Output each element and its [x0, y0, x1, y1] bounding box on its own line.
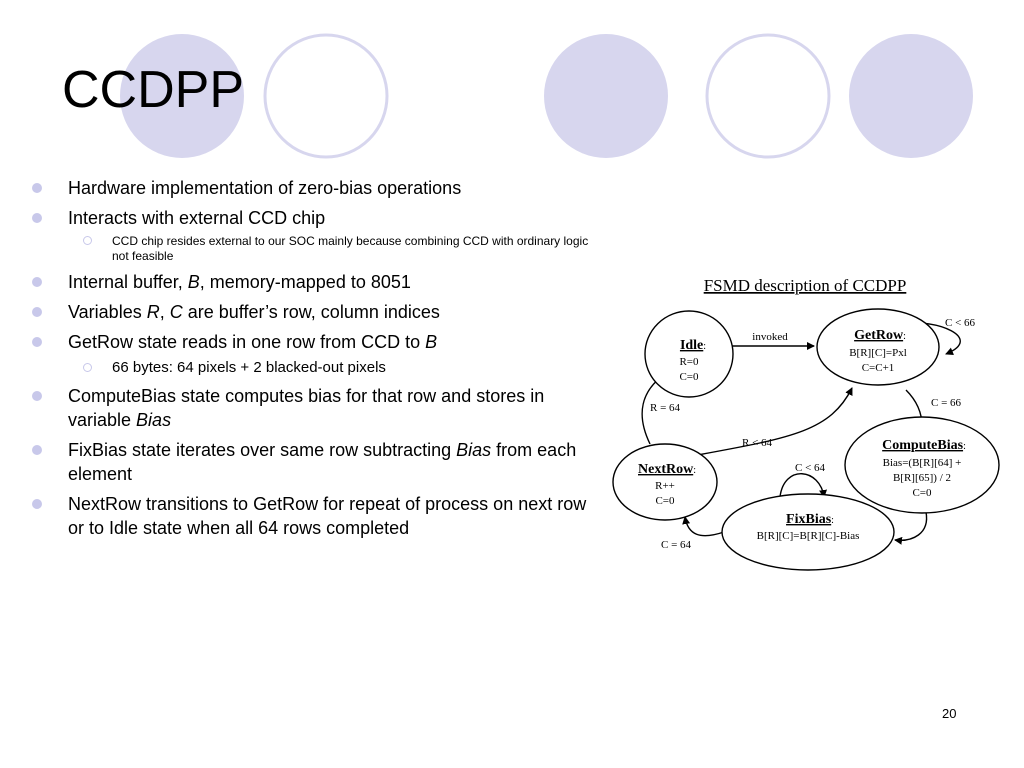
state-fixbias — [721, 493, 895, 571]
deco-circle-outline — [263, 33, 389, 159]
bullet-text: are buffer’s row, column indices — [182, 302, 440, 322]
bullet-item: Interacts with external CCD chip — [30, 206, 600, 230]
bullet-variable: Bias — [456, 440, 492, 460]
transition-label: C < 64 — [795, 462, 826, 474]
transition-nextrow-getrow — [691, 387, 853, 457]
bullet-text: , — [159, 302, 170, 322]
bullet-text: , memory-mapped to 8051 — [199, 272, 411, 292]
decorative-circles — [120, 33, 973, 159]
transition-label: C < 66 — [945, 317, 976, 329]
fsmd-diagram: FSMD description of CCDPP invoked C < 66… — [612, 276, 1000, 571]
bullet-text: CCD chip resides external to our SOC mai… — [112, 234, 589, 263]
bullet-text: FixBias state iterates over same row sub… — [68, 440, 457, 460]
page-number: 20 — [942, 706, 957, 721]
bullet-item: GetRow state reads in one row from CCD t… — [30, 330, 600, 354]
bullet-item: Variables R, C are buffer’s row, column … — [30, 300, 600, 324]
bullet-text: Variables — [68, 302, 147, 322]
deco-circle-filled — [120, 34, 244, 158]
state-getrow — [816, 308, 940, 386]
state-idle — [644, 310, 734, 398]
bullet-item: FixBias state iterates over same row sub… — [30, 438, 600, 486]
state-nextrow — [612, 443, 718, 521]
bullet-text: 66 bytes: 64 pixels + 2 blacked-out pixe… — [112, 359, 386, 376]
transition-label: C = 64 — [661, 539, 692, 551]
state-action: B[R][C]=B[R][C]-Bias — [757, 530, 860, 542]
state-name: Idle: — [680, 338, 706, 353]
deco-circle-filled — [544, 34, 668, 158]
state-action: Bias=(B[R][64] + — [883, 457, 962, 469]
state-action: C=C+1 — [862, 362, 895, 374]
transition-label: R = 64 — [650, 402, 681, 414]
bullet-item: Hardware implementation of zero-bias ope… — [30, 176, 600, 200]
transition-computebias-fixbias — [894, 511, 928, 545]
state-action: C=0 — [655, 495, 675, 507]
transition-label: invoked — [752, 331, 788, 343]
bullet-text: GetRow state reads in one row from CCD t… — [68, 332, 426, 352]
transition-label: R < 64 — [742, 437, 773, 449]
state-action: C=0 — [912, 487, 932, 499]
transition-fixbias-nextrow — [682, 516, 725, 537]
bullet-text: NextRow transitions to GetRow for repeat… — [68, 494, 587, 538]
transition-fixbias-self — [779, 473, 827, 498]
state-name: ComputeBias: — [882, 438, 966, 453]
state-computebias — [844, 416, 1000, 514]
bullet-item: NextRow transitions to GetRow for repeat… — [30, 492, 600, 540]
sub-bullet-item: 66 bytes: 64 pixels + 2 blacked-out pixe… — [30, 358, 600, 378]
bullet-text: Internal buffer, — [68, 272, 188, 292]
bullet-text: from each element — [68, 440, 577, 484]
state-action: R++ — [655, 480, 675, 492]
bullet-text: Interacts with external CCD chip — [68, 208, 326, 228]
bullet-variable: Bias — [136, 410, 172, 430]
bullet-item: ComputeBias state computes bias for that… — [30, 384, 600, 432]
sub-bullet-item: CCD chip resides external to our SOC mai… — [30, 234, 600, 264]
state-action: B[R][C]=Pxl — [849, 347, 907, 359]
transition-label: C = 66 — [931, 397, 962, 409]
deco-circle-filled — [849, 34, 973, 158]
slide-title: CCDPP — [62, 61, 245, 119]
bullet-text: ComputeBias state computes bias for that… — [68, 386, 545, 430]
bullet-variable: B — [425, 332, 438, 352]
state-name: FixBias: — [786, 512, 834, 527]
state-action: R=0 — [679, 356, 699, 368]
bullet-variable: B — [187, 272, 200, 292]
state-action: B[R][65]) / 2 — [893, 472, 951, 484]
state-name: NextRow: — [638, 462, 696, 477]
bullet-variable: R — [146, 302, 160, 322]
deco-circle-outline — [705, 33, 831, 159]
state-action: C=0 — [679, 371, 699, 383]
bullet-variable: C — [169, 302, 183, 322]
diagram-title: FSMD description of CCDPP — [704, 276, 907, 295]
bullet-text: Hardware implementation of zero-bias ope… — [68, 178, 462, 198]
bullet-item: Internal buffer, B, memory-mapped to 805… — [30, 270, 600, 294]
state-name: GetRow: — [854, 328, 906, 343]
bullet-list: Hardware implementation of zero-bias ope… — [30, 176, 600, 546]
